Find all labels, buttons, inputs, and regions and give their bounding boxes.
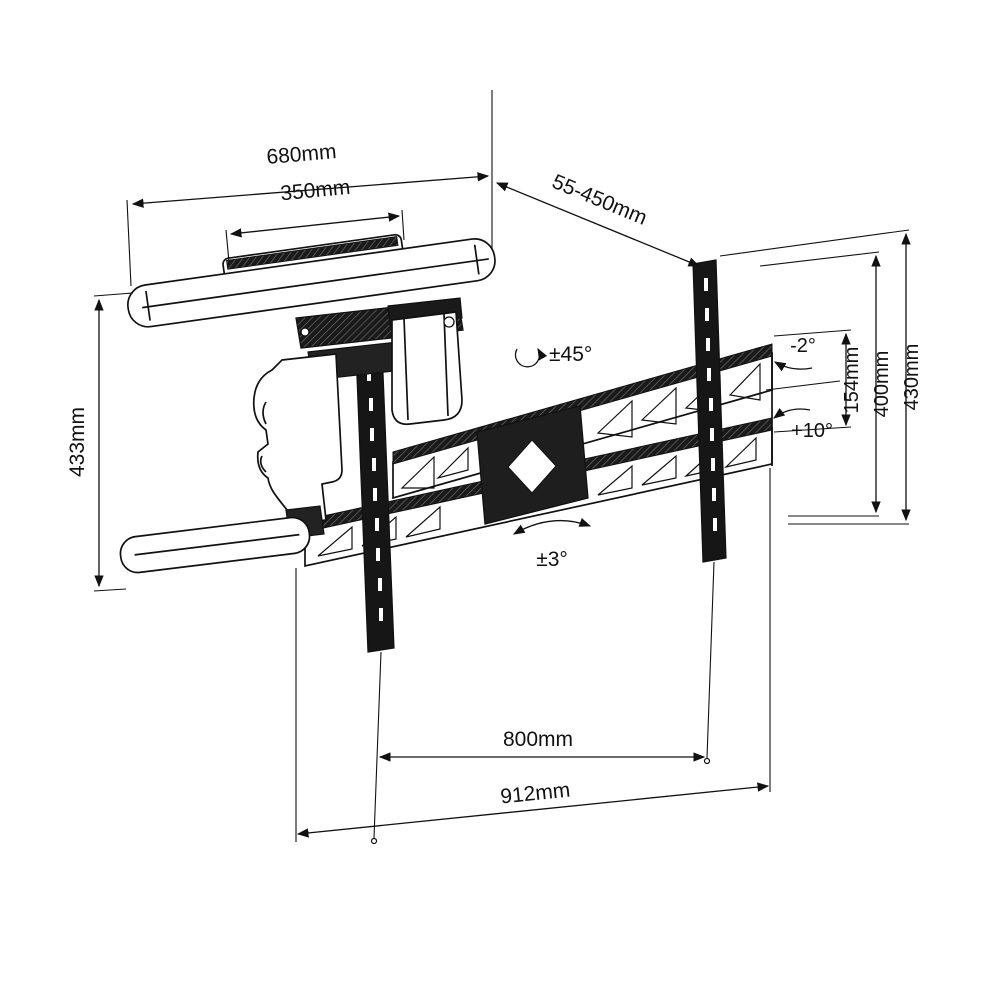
dim-tilt: -2° +10° <box>765 335 841 442</box>
level-arc-icon <box>512 517 592 535</box>
tilt-down-arrow-icon <box>773 407 811 419</box>
left-bracket <box>252 353 343 539</box>
top-crossbar <box>127 233 496 328</box>
pull-cord-right <box>706 561 715 759</box>
dim-overall-width-label: 912mm <box>499 779 571 809</box>
dim-plate-height-label: 400mm <box>871 351 893 418</box>
tilt-up-arrow-icon <box>773 361 813 372</box>
dim-plate-slot-height: 154mm <box>773 329 863 433</box>
dim-hole-spacing-label: 800mm <box>503 728 573 751</box>
articulating-arm <box>295 297 464 426</box>
arm-pivot <box>443 316 455 328</box>
pull-cord-left <box>373 651 382 839</box>
dim-level: ±3° <box>512 517 592 571</box>
dim-level-label: ±3° <box>536 548 568 571</box>
swivel-rotation-icon <box>514 347 548 368</box>
dim-overall-height-label: 430mm <box>901 344 923 411</box>
tv-rail-left <box>355 347 395 845</box>
dim-hole-spacing: 800mm <box>378 728 706 762</box>
dim-top-width-label: 680mm <box>266 140 338 169</box>
dim-arm-height-label: 433mm <box>66 407 89 477</box>
dim-plate-height: 400mm <box>759 251 893 517</box>
pull-cord-right-tip <box>703 757 711 765</box>
dim-arm-height: 433mm <box>66 292 134 592</box>
dim-tilt-up-label: -2° <box>790 335 816 357</box>
dim-swivel-label: ±45° <box>549 343 592 366</box>
dim-swivel: ±45° <box>514 343 592 368</box>
pull-cord-left-tip <box>370 837 378 845</box>
lower-crossbar <box>119 516 311 574</box>
dim-inner-width-label: 350mm <box>279 176 351 206</box>
center-plate <box>476 405 589 525</box>
tv-rail-right <box>692 259 727 765</box>
dim-overall-height: 430mm <box>719 229 923 525</box>
dim-plate-slot-height-label: 154mm <box>841 347 863 414</box>
arm-pivot-left <box>300 327 310 337</box>
dim-extension: 55-450mm <box>495 170 701 267</box>
dim-extension-label: 55-450mm <box>549 170 651 230</box>
dim-tilt-down-label: +10° <box>791 420 833 442</box>
